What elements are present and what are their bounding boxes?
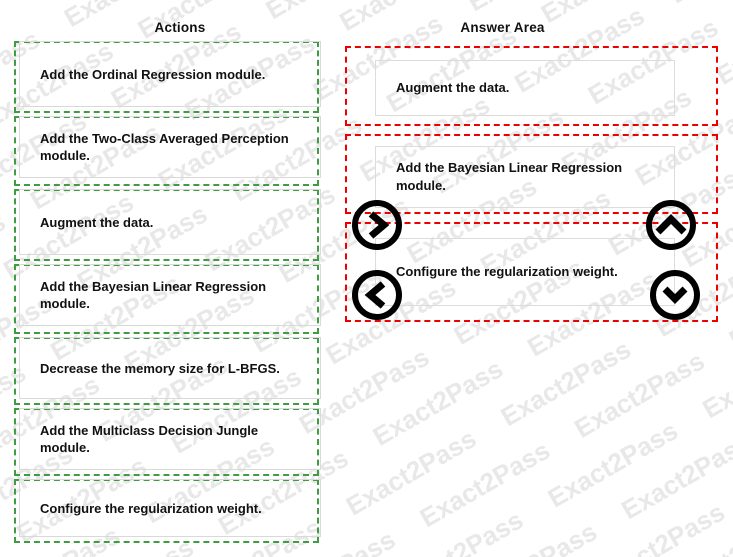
- chevron-left-circle-icon[interactable]: [350, 268, 404, 322]
- action-card[interactable]: Decrease the memory size for L-BFGS.: [19, 337, 321, 399]
- chevron-up-circle-icon[interactable]: [644, 198, 698, 252]
- action-label: Augment the data.: [40, 214, 154, 230]
- action-label: Decrease the memory size for L-BFGS.: [40, 360, 280, 376]
- answer-area-column: Augment the data. Add the Bayesian Linea…: [345, 46, 718, 330]
- chevron-right-circle-icon[interactable]: [350, 198, 404, 252]
- action-label: Add the Bayesian Linear Regression modul…: [40, 279, 267, 311]
- answer-area-column-heading: Answer Area: [460, 20, 545, 35]
- actions-column-heading: Actions: [154, 20, 206, 35]
- action-card[interactable]: Add the Multiclass Decision Jungle modul…: [19, 408, 321, 470]
- action-card[interactable]: Add the Two-Class Averaged Perception mo…: [19, 116, 321, 178]
- chevron-down-circle-icon[interactable]: [648, 268, 702, 322]
- action-card[interactable]: Add the Ordinal Regression module.: [19, 41, 321, 107]
- answer-slot-3[interactable]: Configure the regularization weight.: [345, 222, 718, 322]
- action-card[interactable]: Add the Bayesian Linear Regression modul…: [19, 264, 321, 326]
- actions-column: Add the Ordinal Regression module. Add t…: [14, 41, 321, 551]
- action-card[interactable]: Augment the data.: [19, 189, 321, 255]
- action-item-6[interactable]: Add the Multiclass Decision Jungle modul…: [14, 408, 321, 476]
- action-label: Configure the regularization weight.: [40, 500, 262, 516]
- action-item-3[interactable]: Augment the data.: [14, 189, 321, 261]
- answer-slot-card[interactable]: Configure the regularization weight.: [375, 238, 675, 306]
- action-card[interactable]: Configure the regularization weight.: [19, 479, 321, 537]
- answer-slot-card[interactable]: Add the Bayesian Linear Regression modul…: [375, 146, 675, 208]
- answer-slot-card[interactable]: Augment the data.: [375, 60, 675, 116]
- answer-slot-label: Augment the data.: [396, 80, 510, 95]
- action-item-1[interactable]: Add the Ordinal Regression module.: [14, 41, 321, 113]
- action-label: Add the Two-Class Averaged Perception mo…: [40, 131, 289, 163]
- action-label: Add the Ordinal Regression module.: [40, 66, 266, 82]
- action-label: Add the Multiclass Decision Jungle modul…: [40, 423, 259, 455]
- action-item-7[interactable]: Configure the regularization weight.: [14, 479, 321, 543]
- action-item-2[interactable]: Add the Two-Class Averaged Perception mo…: [14, 116, 321, 186]
- answer-slot-1[interactable]: Augment the data.: [345, 46, 718, 126]
- answer-slot-label: Add the Bayesian Linear Regression modul…: [396, 160, 623, 193]
- answer-slot-2[interactable]: Add the Bayesian Linear Regression modul…: [345, 134, 718, 214]
- action-item-4[interactable]: Add the Bayesian Linear Regression modul…: [14, 264, 321, 334]
- answer-slot-label: Configure the regularization weight.: [396, 264, 618, 279]
- action-item-5[interactable]: Decrease the memory size for L-BFGS.: [14, 337, 321, 405]
